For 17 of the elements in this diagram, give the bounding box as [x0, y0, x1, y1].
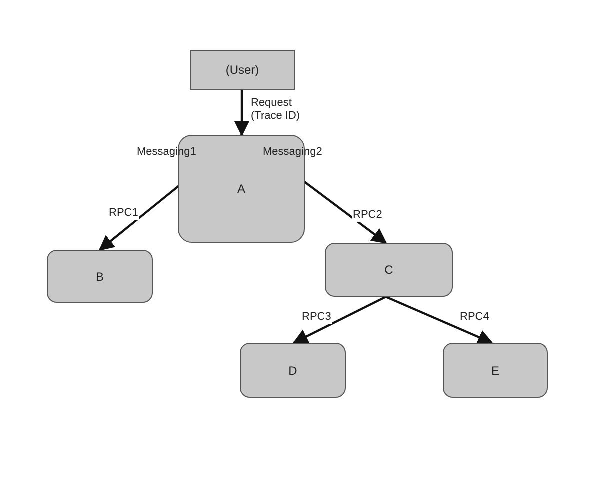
edge-label: RPC2 — [352, 209, 384, 222]
arrow — [386, 296, 494, 345]
node-label: A — [237, 182, 246, 196]
node-label: B — [96, 270, 104, 284]
arrow — [234, 90, 250, 137]
node-label: C — [384, 263, 394, 277]
node-label: (User) — [226, 63, 260, 77]
process-box — [47, 250, 153, 303]
process-box — [190, 50, 295, 90]
arrow — [292, 296, 386, 344]
process-box — [240, 343, 346, 398]
node-label: D — [288, 364, 298, 378]
edge-label: RPC3 — [301, 311, 332, 324]
process-box — [443, 343, 548, 398]
edge-label: RPC1 — [108, 207, 140, 220]
process-box — [325, 243, 453, 297]
node-label: E — [491, 364, 500, 378]
